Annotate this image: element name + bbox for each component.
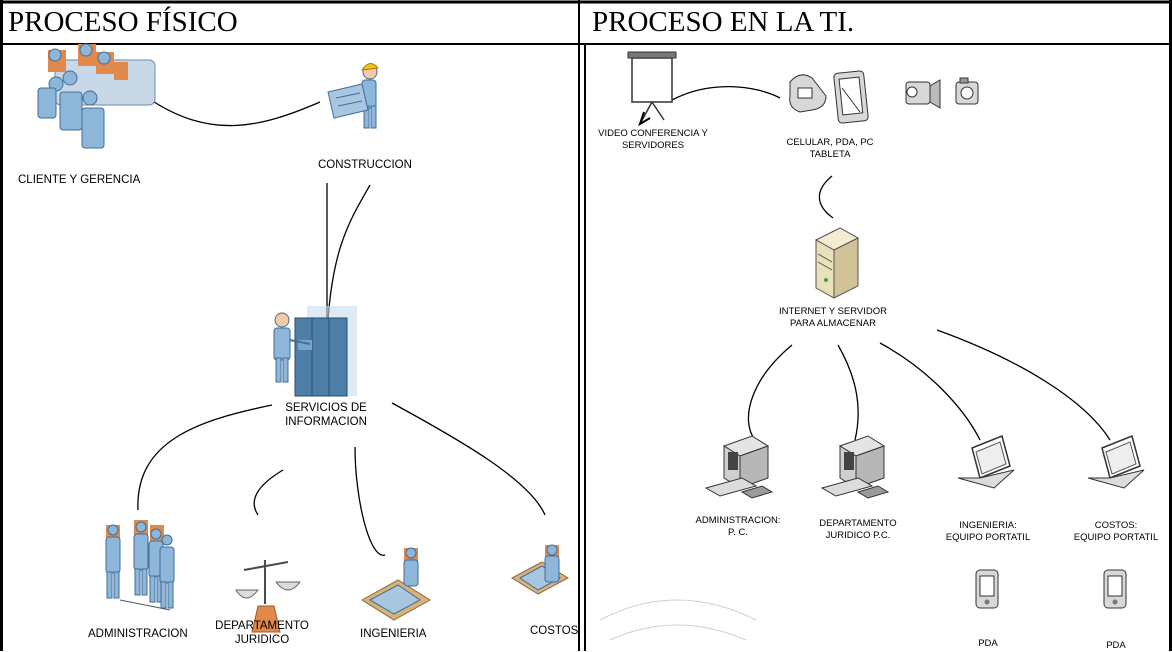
photo-camera-icon xyxy=(955,77,979,105)
legal-department-label: DEPARTAMENTO JURIDICO xyxy=(215,620,309,647)
laptop-icon xyxy=(1087,434,1145,489)
scale-of-justice-icon xyxy=(235,560,302,633)
legal-department-pc-label: DEPARTAMENTO JURIDICO P.C. xyxy=(819,518,897,541)
laptop-icon xyxy=(957,434,1015,489)
pda-label: PDA xyxy=(1106,640,1126,651)
administration-pc-label: ADMINISTRACION: P. C. xyxy=(695,515,781,538)
engineering-label: INGENIERIA xyxy=(360,628,427,640)
pda-icon xyxy=(1103,569,1127,609)
costs-plan-icon xyxy=(510,544,570,595)
desktop-computer-icon xyxy=(704,435,774,499)
left-panel-title: PROCESO FÍSICO xyxy=(8,6,238,38)
administration-group-icon xyxy=(105,520,175,611)
construction-worker-icon xyxy=(327,63,379,129)
construction-label: CONSTRUCCION xyxy=(318,159,412,171)
meeting-group-icon xyxy=(37,43,156,149)
client-management-label: CLIENTE Y GERENCIA xyxy=(18,174,141,186)
desktop-computer-icon xyxy=(820,435,890,499)
projector-screen-icon xyxy=(627,51,677,127)
server-tower-icon xyxy=(814,227,860,299)
engineering-plan-icon xyxy=(361,547,431,621)
costs-label: COSTOS xyxy=(530,625,579,637)
pda-label: PDA xyxy=(978,638,998,649)
right-panel-title: PROCESO EN LA TI. xyxy=(592,6,855,38)
university-seal-watermark xyxy=(599,599,757,641)
video-conference-label: VIDEO CONFERENCIA Y SERVIDORES xyxy=(598,128,708,151)
cell-phone-icon xyxy=(789,74,827,113)
tablet-icon xyxy=(833,70,869,124)
costs-laptop-label: COSTOS: EQUIPO PORTATIL xyxy=(1073,520,1159,543)
information-services-label: SERVICIOS DE INFORMACION xyxy=(285,402,367,429)
pda-icon xyxy=(975,569,999,609)
mobile-devices-label: CELULAR, PDA, PC TABLETA xyxy=(786,137,874,160)
information-services-icon xyxy=(273,306,357,397)
administration-label: ADMINISTRACION xyxy=(88,628,188,640)
video-camera-icon xyxy=(905,79,941,109)
internet-server-label: INTERNET Y SERVIDOR PARA ALMACENAR xyxy=(778,306,888,329)
engineering-laptop-label: INGENIERIA: EQUIPO PORTATIL xyxy=(945,520,1031,543)
right-connectors xyxy=(671,85,1111,441)
